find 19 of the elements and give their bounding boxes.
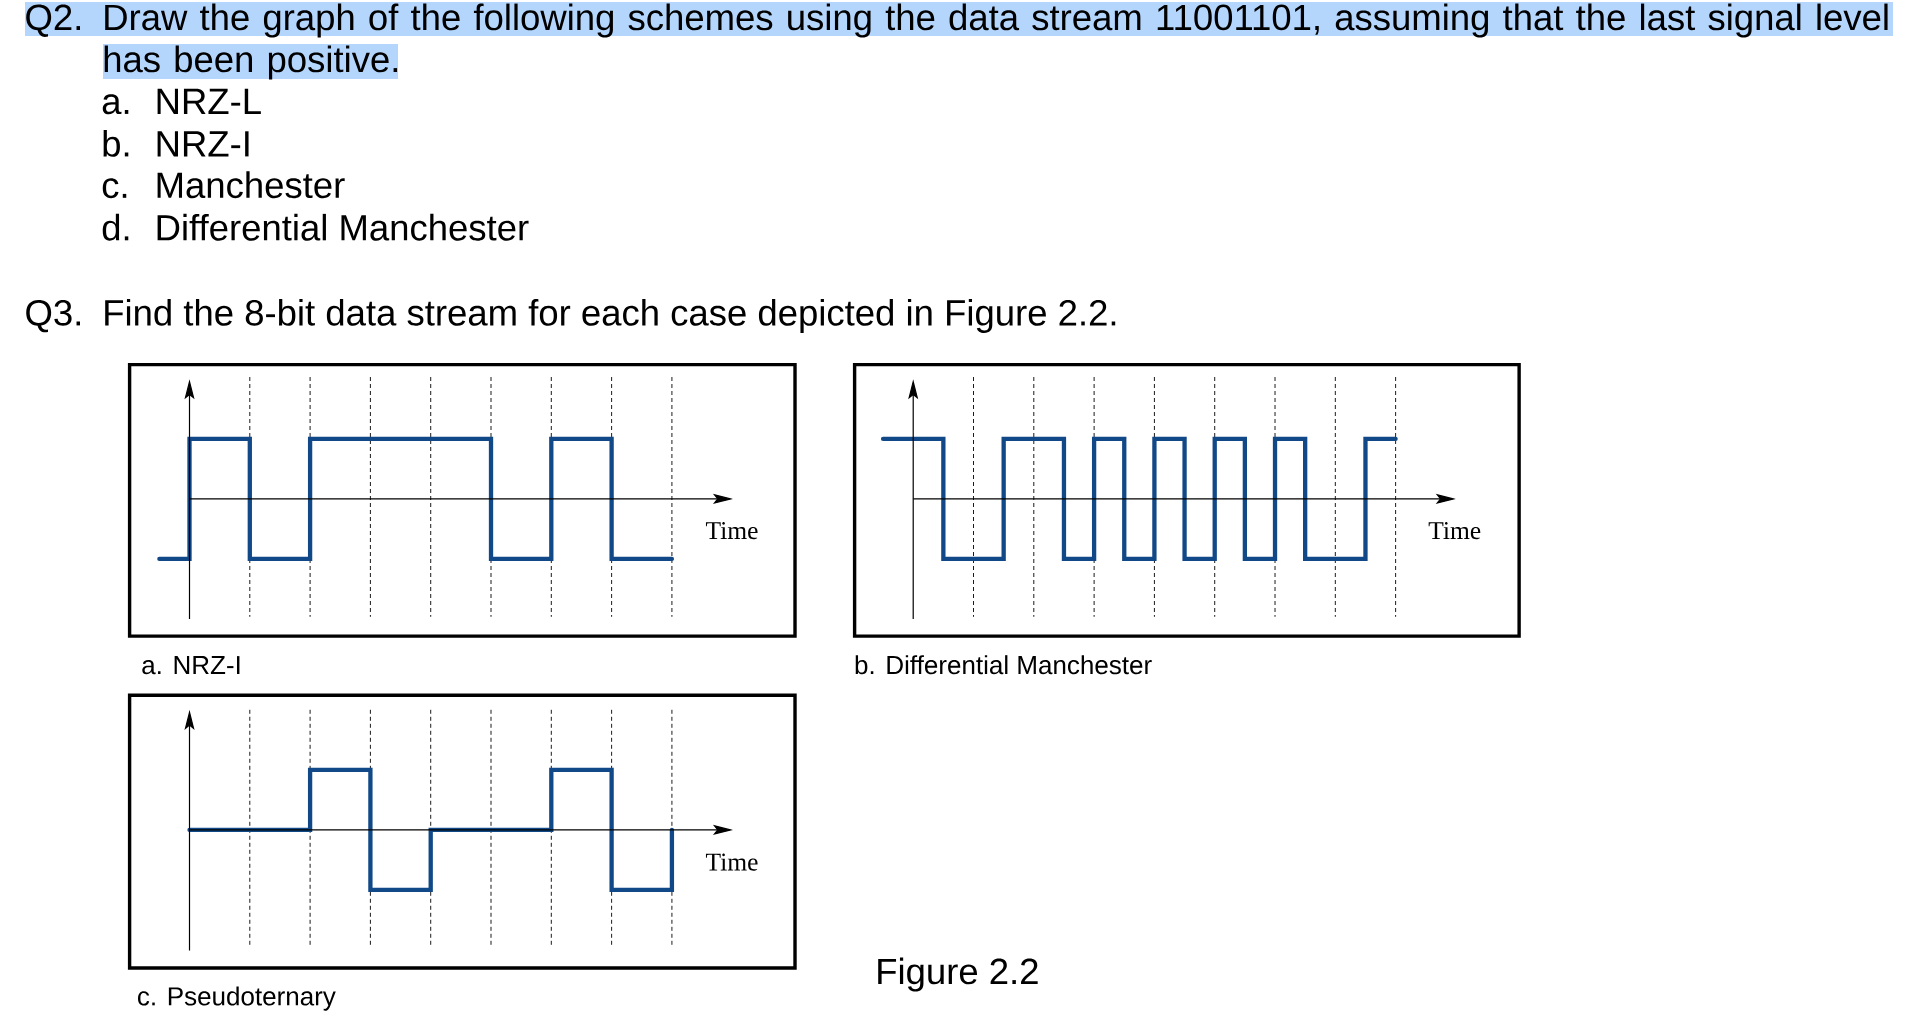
list-item: Manchester [157, 171, 345, 199]
panel-caption: a. NRZ-I [142, 656, 240, 675]
question-number: Q2. [25, 2, 92, 37]
question-text: Find the 8-bit data stream for each case depicted in Figure 2.2. [105, 298, 1116, 333]
panel-caption: c. Pseudoternary [138, 986, 336, 1011]
axis-label: Time [705, 522, 758, 540]
item-letter: d. [102, 213, 129, 241]
question-text: Draw the graph of the following schemes using the data stream 11001101, assuming that the last signal level has been positive. [92, 2, 1893, 80]
list-item: Differential Manchester [157, 213, 529, 241]
item-letter: b. [103, 129, 129, 157]
figure-caption: Figure 2.2 [878, 957, 1038, 992]
question-number: Q3. [26, 299, 80, 333]
axis-label: Time [1428, 522, 1481, 540]
axis-label: Time [705, 853, 758, 871]
item-letter: a. [102, 94, 129, 115]
item-letter: c. [102, 178, 127, 199]
list-item: NRZ-I [157, 131, 249, 157]
list-item: NRZ-L [157, 88, 261, 114]
panel-caption: b. Differential Manchester [855, 655, 1152, 675]
